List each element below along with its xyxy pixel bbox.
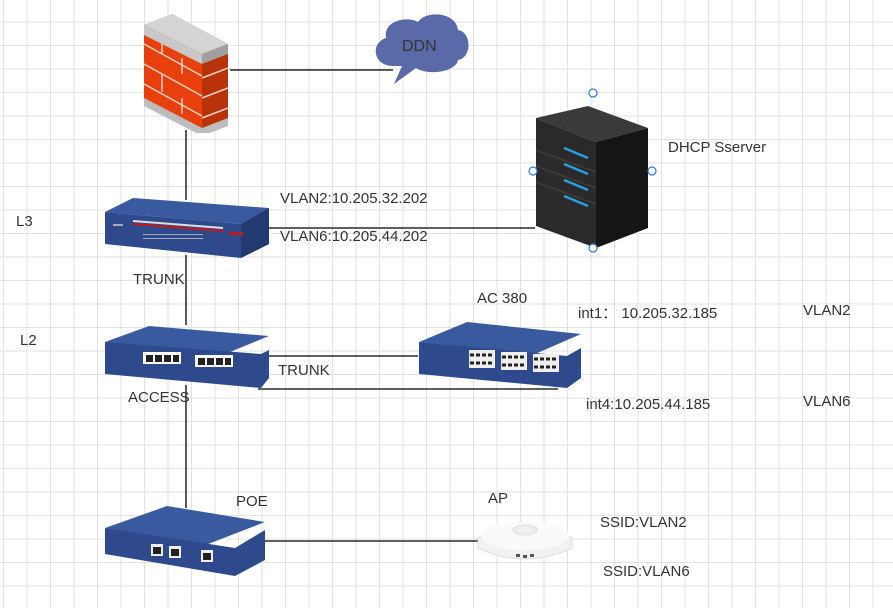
server-label: DHCP Sserver (668, 139, 767, 156)
l2-label: L2 (20, 332, 37, 349)
poe-switch-icon[interactable] (103, 504, 268, 578)
l3-vlan6-label: VLAN6:10.205.44.202 (280, 228, 428, 245)
ssid-vlan6-label: SSID:VLAN6 (603, 563, 690, 580)
access-point-icon[interactable] (474, 514, 576, 570)
ac380-label: AC 380 (477, 290, 528, 307)
ap-label: AP (488, 490, 509, 507)
selection-handles (528, 88, 657, 253)
trunk-l2-ac-label: TRUNK (278, 362, 330, 379)
l3-vlan2-label: VLAN2:10.205.32.202 (280, 190, 428, 207)
firewall-icon[interactable] (140, 8, 232, 133)
l2-switch-icon[interactable] (103, 322, 273, 390)
poe-label: POE (236, 493, 268, 510)
ac380-switch-icon[interactable] (417, 320, 582, 390)
l3-label: L3 (16, 213, 33, 230)
dhcp-server-icon[interactable] (528, 88, 658, 253)
access-label: ACCESS (128, 389, 190, 406)
l3-router-icon[interactable] (103, 194, 271, 260)
int4-vlan-label: VLAN6 (803, 393, 851, 410)
cloud-label: DDN (402, 38, 437, 55)
int1-vlan-label: VLAN2 (803, 302, 851, 319)
int4-label: int4:10.205.44.185 (586, 396, 711, 413)
trunk-l3-l2-label: TRUNK (133, 271, 185, 288)
int1-label: int1： 10.205.32.185 (578, 305, 718, 322)
cloud-icon[interactable] (368, 8, 473, 88)
ssid-vlan2-label: SSID:VLAN2 (600, 514, 687, 531)
